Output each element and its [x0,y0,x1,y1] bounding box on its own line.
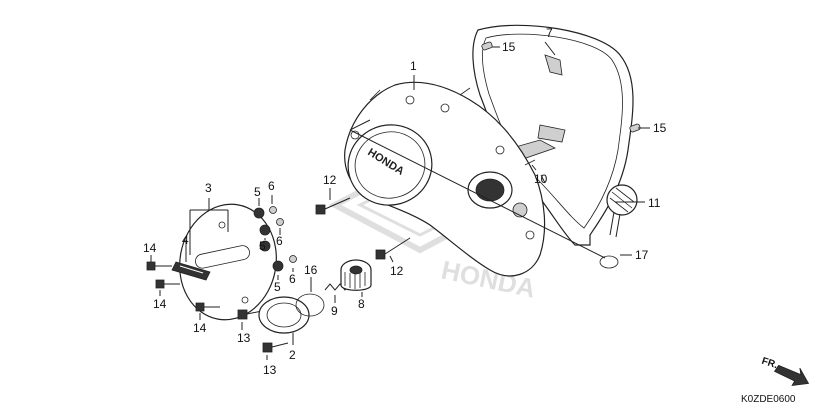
label-12b: 12 [390,264,404,278]
label-16: 16 [304,263,318,277]
label-14b: 14 [153,297,167,311]
label-5b: 5 [259,239,266,253]
part-emblem [171,261,211,281]
label-1: 1 [410,59,417,73]
label-15b: 15 [653,121,667,135]
direction-label: FR. [760,356,779,372]
part-cover-bolts [315,197,411,260]
label-6b: 6 [276,234,283,248]
part-oil-filler-cap [606,184,638,238]
label-6a: 6 [268,179,275,193]
label-17: 17 [635,248,649,262]
front-direction-indicator: FR. [760,356,810,386]
label-15a: 15 [502,40,516,54]
label-9: 9 [331,304,338,318]
label-10: 10 [534,172,548,186]
label-14c: 14 [193,321,207,335]
part-filter-cap [258,296,310,334]
label-5c: 5 [274,280,281,294]
part-screws [146,261,220,312]
label-11: 11 [648,196,661,210]
part-cap-o-ring [599,255,619,269]
label-3: 3 [205,181,212,195]
part-gasket [472,24,641,246]
label-7: 7 [546,26,553,40]
label-13b: 13 [263,363,277,377]
label-12a: 12 [323,173,337,187]
leader-lines [150,41,650,360]
part-number-labels: 1 2 3 4 5 5 5 6 6 6 7 8 9 10 11 12 12 13… [143,26,667,377]
part-left-crankcase-cover: HONDA [344,81,546,277]
label-14a: 14 [143,241,157,255]
part-nuts-washers [253,206,297,272]
label-5a: 5 [254,185,261,199]
part-oil-filter [340,259,372,291]
label-8: 8 [358,297,365,311]
label-13a: 13 [237,331,251,345]
part-o-ring [295,293,325,317]
label-4: 4 [182,233,189,247]
label-6c: 6 [289,272,296,286]
label-2: 2 [289,348,296,362]
diagram-code: K0ZDE0600 [741,394,796,405]
